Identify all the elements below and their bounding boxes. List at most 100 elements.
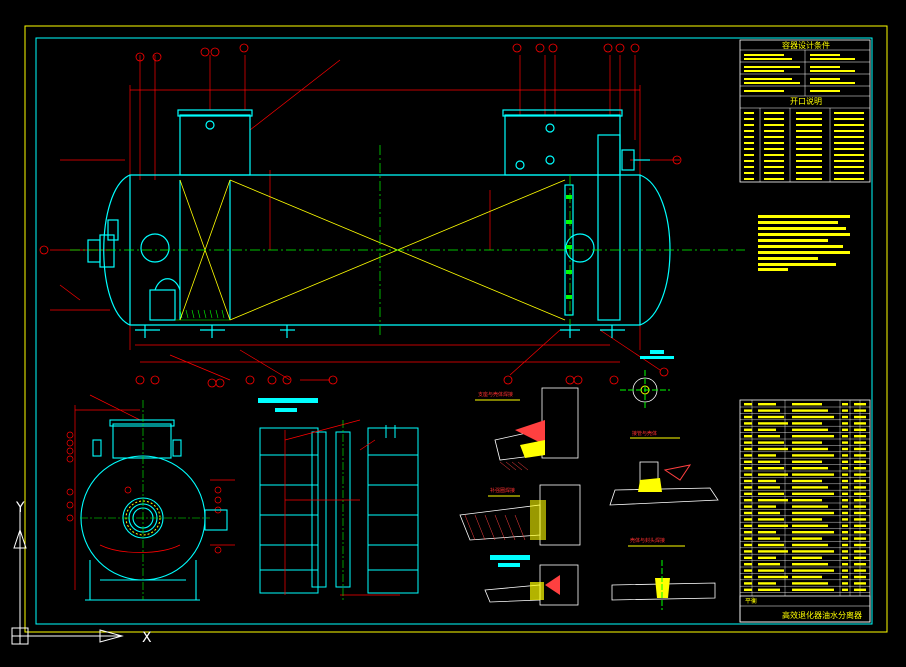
table-text-mark xyxy=(796,178,822,180)
table-text-mark xyxy=(792,447,828,451)
baffle-section-view xyxy=(258,398,419,600)
table-text-mark xyxy=(744,460,752,463)
table-text-mark xyxy=(792,550,834,553)
table-text-mark xyxy=(792,473,834,476)
weld-detail-3 xyxy=(484,555,579,606)
table-text-mark xyxy=(758,428,776,431)
table-text-mark xyxy=(792,524,828,527)
table-text-mark xyxy=(744,563,752,566)
table-text-mark xyxy=(744,148,754,150)
table-text-mark xyxy=(744,160,754,162)
table-text-mark xyxy=(758,505,776,508)
table-text-mark xyxy=(758,460,780,463)
table-text-mark xyxy=(792,467,828,470)
table-text-mark xyxy=(842,531,848,534)
svg-text:壳体与封头焊接: 壳体与封头焊接 xyxy=(630,537,665,544)
table-text-mark xyxy=(744,422,752,425)
svg-text:补强圈焊接: 补强圈焊接 xyxy=(490,487,515,494)
table-text-mark xyxy=(792,422,822,425)
table-text-mark xyxy=(758,467,784,470)
table-text-mark xyxy=(792,531,834,534)
table-text-mark xyxy=(792,582,828,585)
table-text-mark xyxy=(834,172,864,174)
table-text-mark xyxy=(792,588,834,591)
table-text-mark xyxy=(834,136,864,138)
table-text-mark xyxy=(792,556,822,559)
table-text-mark xyxy=(842,537,848,540)
table-text-mark xyxy=(758,435,780,438)
sheet-outer-border xyxy=(24,25,888,633)
table-text-mark xyxy=(758,409,780,412)
table-text-mark xyxy=(842,524,848,527)
table-text-mark xyxy=(842,409,848,412)
table-text-mark xyxy=(854,569,866,572)
table-text-mark xyxy=(854,588,866,591)
table-text-mark xyxy=(792,409,828,412)
table-text-mark xyxy=(854,582,866,585)
table-text-mark xyxy=(744,537,752,540)
table-text-mark xyxy=(854,460,866,463)
table-text-mark xyxy=(854,454,866,457)
table-text-mark xyxy=(792,499,822,502)
table-text-mark xyxy=(842,422,848,425)
table-text-mark xyxy=(758,486,780,489)
table-text-mark xyxy=(854,563,866,566)
table-text-mark xyxy=(764,154,784,156)
table-text-mark xyxy=(854,537,866,540)
table-text-mark xyxy=(796,124,822,126)
svg-text:支座与壳体焊接: 支座与壳体焊接 xyxy=(478,391,513,398)
table-text-mark xyxy=(834,154,864,156)
table-text-mark xyxy=(842,428,848,431)
table-text-mark xyxy=(764,112,784,114)
table-text-mark xyxy=(744,556,752,559)
table-text-mark xyxy=(834,166,864,168)
table-text-mark xyxy=(796,130,822,132)
table-text-mark xyxy=(744,172,754,174)
table-text-mark xyxy=(796,136,822,138)
table-text-mark xyxy=(792,518,822,521)
table-text-mark xyxy=(758,479,776,483)
table-text-mark xyxy=(792,460,822,463)
table-text-mark xyxy=(744,130,754,132)
table-text-mark xyxy=(810,82,855,84)
table-text-mark xyxy=(810,66,840,68)
table-text-mark xyxy=(744,178,754,180)
sheet-inner-frame xyxy=(35,37,873,625)
table-text-mark xyxy=(744,90,784,92)
table-text-mark xyxy=(854,403,866,406)
table-text-mark xyxy=(744,428,752,431)
table-text-mark xyxy=(764,166,784,168)
table-text-mark xyxy=(758,499,788,502)
svg-text:接管与壳体: 接管与壳体 xyxy=(632,430,657,437)
table-text-mark xyxy=(792,441,822,444)
table-text-mark xyxy=(810,54,840,56)
table-text-mark xyxy=(842,479,848,483)
table-text-mark xyxy=(744,492,752,495)
table-text-mark xyxy=(764,130,784,132)
table-text-mark xyxy=(796,172,822,174)
table-text-mark xyxy=(842,486,848,489)
table-text-mark xyxy=(744,441,752,444)
drawing-title: 高效退化器油水分离器 xyxy=(782,610,862,620)
table-text-mark xyxy=(744,524,752,527)
company-name: 平衡 xyxy=(745,597,757,605)
table-text-mark xyxy=(758,543,784,547)
table-text-mark xyxy=(796,160,822,162)
table-text-mark xyxy=(796,112,822,114)
weld-detail-2: 补强圈焊接 xyxy=(459,484,581,546)
table-text-mark xyxy=(792,505,828,508)
table-text-mark xyxy=(758,582,776,585)
table-text-mark xyxy=(792,575,822,579)
table-text-mark xyxy=(842,588,848,591)
weld-detail-4: 接管与壳体 xyxy=(609,430,719,506)
end-view xyxy=(66,394,235,601)
table-text-mark xyxy=(744,575,752,579)
table-text-mark xyxy=(744,112,754,114)
table-text-mark xyxy=(842,403,848,406)
design-conditions-table: 容器设计条件 开口说明 xyxy=(739,39,871,183)
table-text-mark xyxy=(854,550,866,553)
table-text-mark xyxy=(764,172,784,174)
table-text-mark xyxy=(834,130,864,132)
flange-detail xyxy=(620,350,674,410)
